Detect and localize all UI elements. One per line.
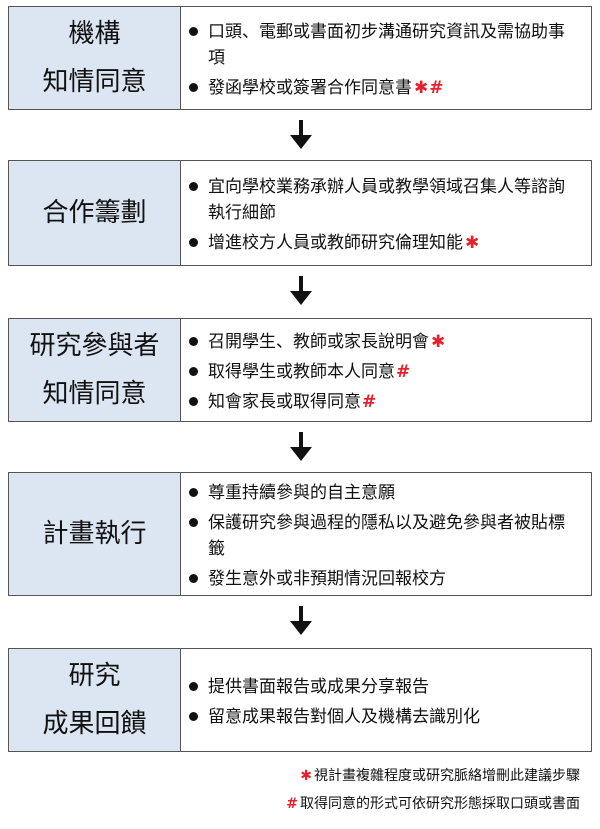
step-label-line: 研究 [68, 661, 121, 691]
step-content: 口頭、電郵或書面初步溝通研究資訊及需協助事項 發函學校或簽署合作同意書✱# [181, 7, 591, 109]
list-item: 保護研究參與過程的隱私以及避免參與者被貼標籤 [189, 510, 581, 562]
step-label-line: 計畫執行 [42, 519, 147, 549]
hash-icon: # [396, 362, 411, 382]
step-plan-execution: 計畫執行 尊重持續參與的自主意願 保護研究參與過程的隱私以及避免參與者被貼標籤 … [8, 472, 592, 596]
list-item: 召開學生、教師或家長說明會✱ [189, 329, 581, 355]
step-label-line: 機構 [68, 19, 121, 49]
step-participant-consent: 研究參與者 知情同意 召開學生、教師或家長說明會✱ 取得學生或教師本人同意# 知… [8, 318, 592, 422]
footnote-hash: #取得同意的形式可依研究形態採取口頭或書面 [286, 794, 580, 814]
step-label: 研究 成果回饋 [9, 649, 181, 751]
bullet-icon [189, 238, 198, 247]
item-text: 發函學校或簽署合作同意書 [208, 78, 412, 98]
item-text: 發生意外或非預期情況回報校方 [208, 569, 446, 589]
asterisk-icon: ✱ [414, 78, 429, 98]
step-research-feedback: 研究 成果回饋 提供書面報告或成果分享報告 留意成果報告對個人及機構去識別化 [8, 648, 592, 752]
step-label-line: 成果回饋 [42, 709, 147, 739]
step-label-line: 研究參與者 [29, 331, 160, 361]
down-arrow-icon [290, 276, 312, 305]
list-item: 發函學校或簽署合作同意書✱# [189, 75, 581, 101]
down-arrow-icon [290, 432, 312, 461]
step-label-line: 合作籌劃 [42, 198, 147, 228]
item-text: 召開學生、教師或家長說明會 [208, 332, 429, 352]
step-label: 機構 知情同意 [9, 7, 181, 109]
bullet-icon [189, 27, 198, 36]
list-item: 發生意外或非預期情況回報校方 [189, 566, 581, 592]
list-item: 口頭、電郵或書面初步溝通研究資訊及需協助事項 [189, 19, 581, 71]
list-item: 留意成果報告對個人及機構去識別化 [189, 704, 581, 730]
list-item: 宜向學校業務承辦人員或教學領域召集人等諮詢執行細節 [189, 174, 581, 226]
step-label-line: 知情同意 [42, 67, 147, 97]
step-label: 合作籌劃 [9, 161, 181, 265]
bullet-icon [189, 712, 198, 721]
item-text: 取得學生或教師本人同意 [208, 362, 395, 382]
step-content: 召開學生、教師或家長說明會✱ 取得學生或教師本人同意# 知會家長或取得同意# [181, 319, 591, 421]
bullet-icon [189, 488, 198, 497]
down-arrow-icon [290, 606, 312, 635]
step-label-line: 知情同意 [42, 379, 147, 409]
footnote-text: 視計畫複雜程度或研究脈絡增刪此建議步驟 [314, 768, 580, 784]
asterisk-icon: ✱ [465, 233, 480, 253]
step-content: 宜向學校業務承辦人員或教學領域召集人等諮詢執行細節 增進校方人員或教師研究倫理知… [181, 161, 591, 265]
list-item: 尊重持續參與的自主意願 [189, 480, 581, 506]
bullet-icon [189, 518, 198, 527]
item-text: 提供書面報告或成果分享報告 [208, 677, 429, 697]
step-content: 尊重持續參與的自主意願 保護研究參與過程的隱私以及避免參與者被貼標籤 發生意外或… [181, 473, 591, 595]
hash-icon: # [429, 78, 444, 98]
bullet-icon [189, 397, 198, 406]
step-label: 研究參與者 知情同意 [9, 319, 181, 421]
list-item: 知會家長或取得同意# [189, 389, 581, 415]
item-text: 口頭、電郵或書面初步溝通研究資訊及需協助事項 [208, 22, 565, 68]
list-item: 取得學生或教師本人同意# [189, 359, 581, 385]
bullet-icon [189, 83, 198, 92]
list-item: 提供書面報告或成果分享報告 [189, 674, 581, 700]
item-text: 尊重持續參與的自主意願 [208, 483, 395, 503]
asterisk-icon: ✱ [431, 332, 446, 352]
bullet-icon [189, 367, 198, 376]
footnote-text: 取得同意的形式可依研究形態採取口頭或書面 [300, 796, 580, 812]
step-label: 計畫執行 [9, 473, 181, 595]
item-text: 知會家長或取得同意 [208, 392, 361, 412]
item-text: 保護研究參與過程的隱私以及避免參與者被貼標籤 [208, 513, 565, 559]
bullet-icon [189, 337, 198, 346]
hash-icon: # [286, 796, 298, 812]
hash-icon: # [362, 392, 377, 412]
footnote-star: ✱視計畫複雜程度或研究脈絡增刪此建議步驟 [300, 766, 580, 786]
item-text: 宜向學校業務承辦人員或教學領域召集人等諮詢執行細節 [208, 177, 565, 223]
down-arrow-icon [290, 120, 312, 149]
step-content: 提供書面報告或成果分享報告 留意成果報告對個人及機構去識別化 [181, 649, 591, 751]
item-text: 增進校方人員或教師研究倫理知能 [208, 233, 463, 253]
item-text: 留意成果報告對個人及機構去識別化 [208, 707, 480, 727]
step-institution-consent: 機構 知情同意 口頭、電郵或書面初步溝通研究資訊及需協助事項 發函學校或簽署合作… [8, 6, 592, 110]
bullet-icon [189, 182, 198, 191]
step-cooperation-planning: 合作籌劃 宜向學校業務承辦人員或教學領域召集人等諮詢執行細節 增進校方人員或教師… [8, 160, 592, 266]
bullet-icon [189, 574, 198, 583]
asterisk-icon: ✱ [300, 768, 312, 784]
bullet-icon [189, 682, 198, 691]
list-item: 增進校方人員或教師研究倫理知能✱ [189, 230, 581, 256]
